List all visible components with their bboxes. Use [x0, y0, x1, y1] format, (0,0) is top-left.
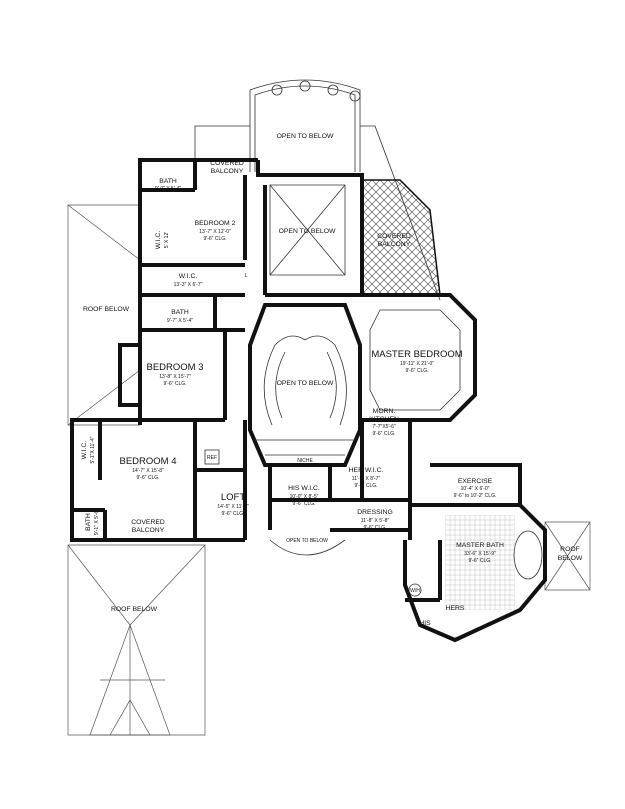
roof-bottom — [67, 544, 206, 736]
label-bath3: BATH — [85, 513, 92, 531]
label-bath2-dim: 9'-7" X 5'-4" — [167, 318, 193, 324]
label-bedroom4: BEDROOM 4 — [119, 456, 176, 467]
label-her-wic-dim: 11'-9" X 8'-7" — [352, 476, 381, 482]
label-balcony-bottom-2: BALCONY — [132, 527, 165, 534]
label-balcony-bottom-1: COVERED — [131, 519, 165, 526]
open-below-marks — [269, 184, 346, 276]
label-open-below-bottom: OPEN TO BELOW — [286, 538, 328, 544]
label-laundry: L — [245, 273, 248, 279]
label-master-bedroom-dim: 19'-11" X 21'-0" — [400, 361, 434, 367]
label-bedroom4-clg: 9'-6" CLG. — [136, 475, 159, 481]
label-loft: LOFT — [221, 492, 245, 503]
label-bath1-dim: 9'-0" X 5'-4" — [155, 186, 181, 192]
ref-fixture — [204, 449, 220, 465]
label-loft-dim: 14'-5" X 11'-6" — [217, 504, 248, 510]
label-morn-kitchen-2: KITCHEN — [369, 416, 399, 423]
label-niche: NICHE — [297, 458, 313, 464]
label-balcony-top-1: COVERED — [210, 160, 244, 167]
label-bedroom2: BEDROOM 2 — [195, 220, 236, 227]
label-bath1: BATH — [159, 178, 177, 185]
label-roof-below-right-1: ROOF — [560, 546, 580, 553]
label-bedroom3-dim: 13'-8" X 15'-7" — [159, 374, 191, 380]
room-labels: OPEN TO BELOW BATH 9'-0" X 5'-4" COVERED… — [81, 133, 583, 627]
label-his-wic-clg: 9'-6" CLG. — [292, 501, 315, 507]
label-wic2: W.I.C. — [179, 273, 198, 280]
label-fridge: REF — [207, 455, 217, 461]
label-dressing-clg: 9'-6" CLG. — [363, 525, 386, 531]
label-his-wic-dim: 10'-0" X 8'-5" — [290, 494, 319, 500]
label-dressing: DRESSING — [357, 509, 393, 516]
label-exercise-clg: 9'-6" to 10'-2" CLG. — [454, 493, 497, 499]
walls — [70, 158, 547, 643]
label-bedroom3-clg: 9'-6" CLG. — [163, 381, 186, 387]
label-open-below-stair: OPEN TO BELOW — [277, 380, 334, 387]
label-his: HIS — [419, 620, 431, 627]
label-exercise: EXERCISE — [458, 478, 493, 485]
label-bedroom2-dim: 13'-7" X 12'-0" — [199, 229, 231, 235]
label-master-bedroom: MASTER BEDROOM — [371, 349, 462, 360]
label-bath2: BATH — [171, 309, 189, 316]
label-wic3-dim: 5'-1"X 11'-4" — [90, 436, 96, 463]
wh-fixture — [408, 583, 422, 597]
label-master-bath-dim: 33'-6" X 15'-9" — [464, 551, 496, 557]
label-balcony-top-2: BALCONY — [211, 168, 244, 175]
label-morn-kitchen-1: MORN. — [373, 408, 396, 415]
label-morn-kitchen-dim: 7'-7"X5'-6" — [372, 424, 395, 430]
label-master-bath-clg: 9'-6" CLG. — [468, 558, 491, 564]
label-wic1-dim: 5' X 12' — [164, 232, 170, 248]
label-bedroom2-clg: 9'-6" CLG. — [203, 236, 226, 242]
label-bedroom3: BEDROOM 3 — [146, 362, 203, 373]
label-wic1: W.I.C. — [155, 231, 162, 250]
master-bedroom-ceiling — [369, 309, 461, 411]
label-roof-below-left: ROOF BELOW — [83, 306, 130, 313]
roof-left — [67, 204, 141, 426]
label-master-bedroom-clg: 9'-6" CLG. — [405, 368, 428, 374]
label-bedroom4-dim: 14'-7" X 15'-8" — [132, 468, 164, 474]
label-master-bath: MASTER BATH — [456, 542, 504, 549]
label-open-below-top: OPEN TO BELOW — [277, 133, 334, 140]
label-bath3-dim: 9'-1" X 5'-6" — [94, 509, 100, 535]
label-morn-kitchen-clg: 9'-6" CLG. — [372, 431, 395, 437]
master-tub — [513, 530, 543, 580]
master-bath-floor — [445, 515, 515, 610]
label-dressing-dim: 11'-8" X 5'-8" — [361, 518, 390, 524]
label-roof-below-bottom: ROOF BELOW — [111, 606, 158, 613]
label-open-below-mid: OPEN TO BELOW — [279, 228, 336, 235]
label-roof-below-right-2: BELOW — [558, 555, 583, 562]
label-his-wic: HIS W.I.C. — [288, 485, 320, 492]
label-her-wic: HER W.I.C. — [349, 467, 384, 474]
bottom-bay — [269, 539, 346, 556]
label-exercise-dim: 10'-4" X 6'-0" — [461, 486, 490, 492]
label-wash: W/H — [410, 588, 420, 594]
label-balcony-right-2: BALCONY — [378, 241, 411, 248]
spiral-stair — [255, 335, 355, 456]
label-wic3: W.I.C. — [81, 441, 88, 460]
label-loft-clg: 9'-6" CLG. — [221, 511, 244, 517]
label-hers: HERS — [446, 605, 465, 612]
label-her-wic-clg: 9'-6" CLG. — [354, 483, 377, 489]
label-wic2-dim: 13'-3" X 6'-7" — [174, 282, 203, 288]
label-balcony-right-1: COVERED — [377, 233, 411, 240]
